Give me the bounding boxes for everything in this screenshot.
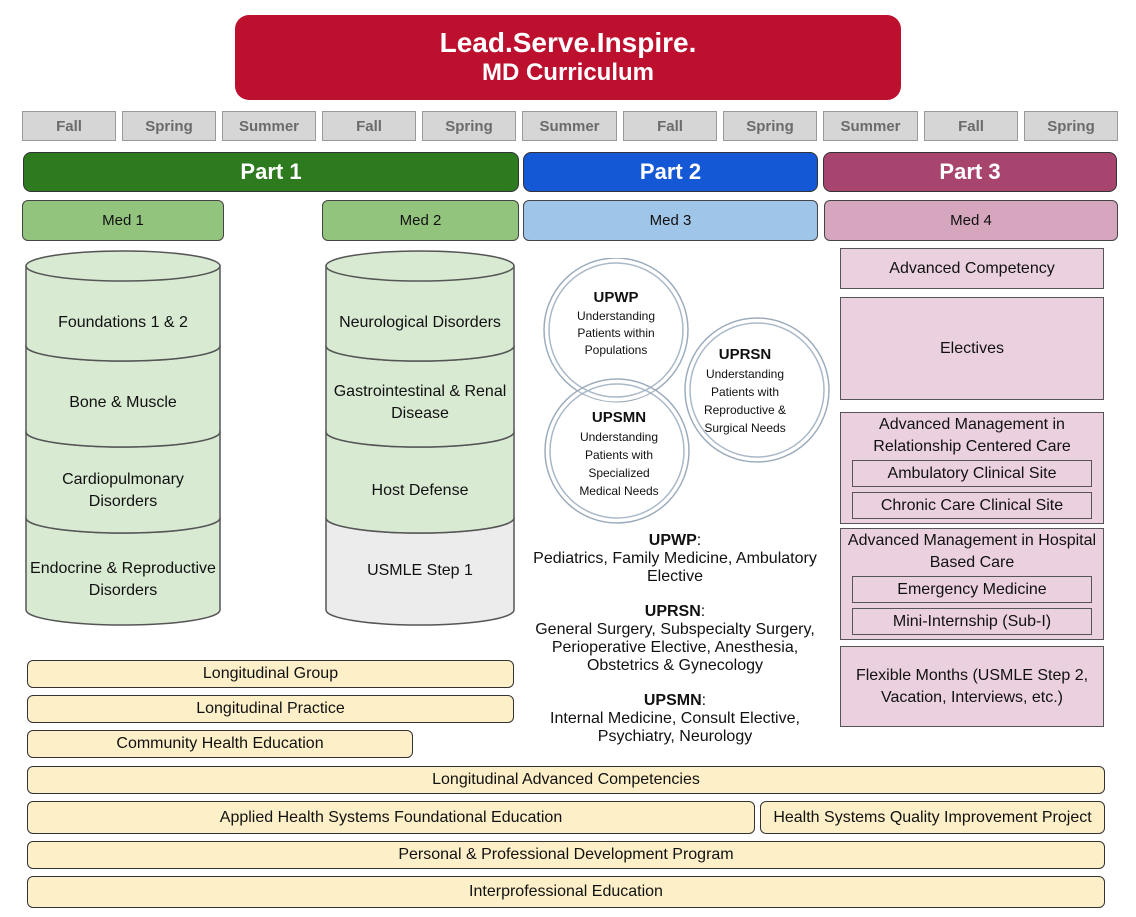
uprsn-desc: Understanding Patients with Reproductive… <box>703 367 787 435</box>
emergency-medicine-box: Emergency Medicine <box>852 576 1092 603</box>
flexible-months-box: Flexible Months (USMLE Step 2, Vacation,… <box>840 646 1104 727</box>
uprsn-list-abbr: UPRSN <box>644 603 701 620</box>
header-title: Lead.Serve.Inspire. <box>439 26 697 58</box>
usmle-step-1: USMLE Step 1 <box>367 561 473 579</box>
upwp-rotations: UPWP: Pediatrics, Family Medicine, Ambul… <box>530 532 820 586</box>
semester-cell: Fall <box>322 111 416 141</box>
semester-cell: Fall <box>22 111 116 141</box>
ambulatory-site-box: Ambulatory Clinical Site <box>852 460 1092 487</box>
chronic-care-site-box: Chronic Care Clinical Site <box>852 492 1092 519</box>
med-2-banner: Med 2 <box>322 200 519 241</box>
upsmn-abbr: UPSMN <box>591 409 647 426</box>
med-3-venn-diagram <box>543 258 830 524</box>
upsmn-list-text: Internal Medicine, Consult Elective, Psy… <box>550 710 800 745</box>
amhbc-title: Advanced Management in Hospital Based Ca… <box>847 532 1097 571</box>
ppd-program-bar: Personal & Professional Development Prog… <box>27 841 1105 869</box>
semester-cell: Summer <box>222 111 316 141</box>
cylinder-segment-foundations <box>25 250 221 362</box>
uprsn-list-text: General Surgery, Subspecialty Surgery, P… <box>535 621 815 674</box>
part-1-banner: Part 1 <box>23 152 519 192</box>
semester-cell: Summer <box>522 111 617 141</box>
med-4-banner: Med 4 <box>824 200 1118 241</box>
upsmn-desc: Understanding Patients with Specialized … <box>579 430 659 498</box>
med-3-banner: Med 3 <box>523 200 818 241</box>
semester-cell: Spring <box>122 111 216 141</box>
uprsn-abbr: UPRSN <box>718 346 772 363</box>
semester-cell: Spring <box>723 111 817 141</box>
upsmn-rotations: UPSMN: Internal Medicine, Consult Electi… <box>530 692 820 746</box>
upwp-list-abbr: UPWP <box>648 532 697 549</box>
uprsn-venn-label: UPRSN Understanding Patients with Reprod… <box>700 345 790 437</box>
qi-project-bar: Health Systems Quality Improvement Proje… <box>760 801 1105 834</box>
longitudinal-practice-bar: Longitudinal Practice <box>27 695 514 723</box>
applied-health-systems-bar: Applied Health Systems Foundational Educ… <box>27 801 755 834</box>
upsmn-venn-label: UPSMN Understanding Patients with Specia… <box>572 408 666 500</box>
part-2-banner: Part 2 <box>523 152 818 192</box>
semester-cell: Fall <box>623 111 717 141</box>
upwp-abbr: UPWP <box>593 289 639 306</box>
uprsn-rotations: UPRSN: General Surgery, Subspecialty Sur… <box>530 603 820 675</box>
mini-internship-box: Mini-Internship (Sub-I) <box>852 608 1092 635</box>
curriculum-header: Lead.Serve.Inspire. MD Curriculum <box>235 15 901 100</box>
longitudinal-group-bar: Longitudinal Group <box>27 660 514 688</box>
electives-box: Electives <box>840 297 1104 400</box>
course-gi-renal: Gastrointestinal & Renal Disease <box>333 382 507 422</box>
community-health-bar: Community Health Education <box>27 730 413 758</box>
med-2-cylinder-stack <box>325 250 515 626</box>
course-bone-muscle: Bone & Muscle <box>69 393 177 411</box>
amrcc-title: Advanced Management in Relationship Cent… <box>873 416 1071 455</box>
upsmn-list-abbr: UPSMN <box>643 692 702 709</box>
course-neurological: Neurological Disorders <box>339 313 501 331</box>
course-endocrine-reproductive: Endocrine & Reproductive Disorders <box>30 559 216 599</box>
interprofessional-education-bar: Interprofessional Education <box>27 876 1105 908</box>
course-foundations: Foundations 1 & 2 <box>58 313 188 331</box>
upwp-desc: Understanding Patients within Population… <box>576 309 656 357</box>
course-cardiopulmonary: Cardiopulmonary Disorders <box>62 470 184 510</box>
upwp-venn-label: UPWP Understanding Patients within Popul… <box>566 288 666 359</box>
semester-cell: Summer <box>823 111 918 141</box>
semester-cell: Fall <box>924 111 1018 141</box>
cylinder-segment-neurological <box>325 250 515 362</box>
upwp-list-text: Pediatrics, Family Medicine, Ambulatory … <box>533 550 817 585</box>
med-1-banner: Med 1 <box>22 200 224 241</box>
course-host-defense: Host Defense <box>371 481 469 499</box>
advanced-competency-box: Advanced Competency <box>840 248 1104 289</box>
part-3-banner: Part 3 <box>823 152 1117 192</box>
semester-cell: Spring <box>422 111 516 141</box>
header-subtitle: MD Curriculum <box>481 58 654 86</box>
med-1-cylinder-stack <box>25 250 221 626</box>
longitudinal-advanced-bar: Longitudinal Advanced Competencies <box>27 766 1105 794</box>
semester-cell: Spring <box>1024 111 1118 141</box>
